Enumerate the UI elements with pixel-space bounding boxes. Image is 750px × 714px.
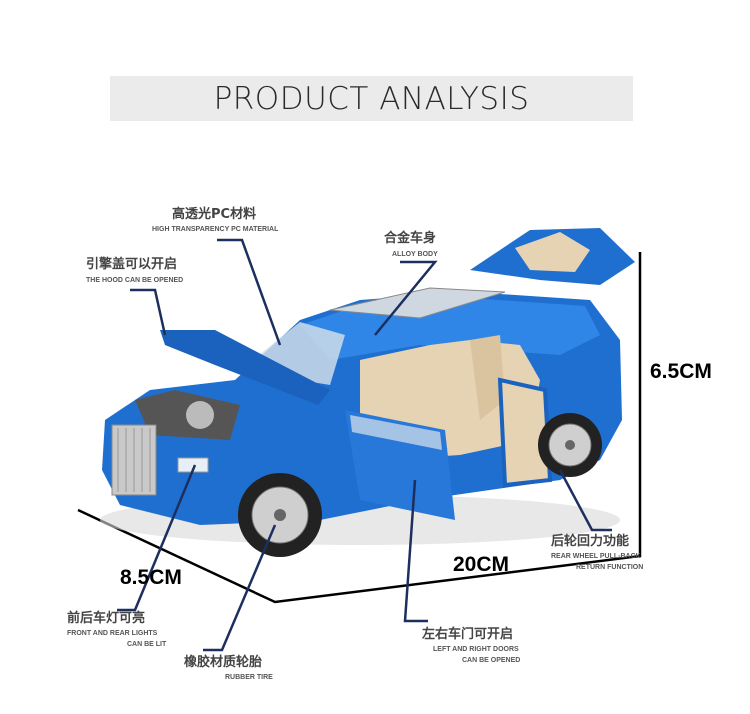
dimension-height: 6.5CM [650, 360, 712, 383]
leader-tire [203, 524, 277, 652]
dimension-outline [77, 252, 642, 604]
dimension-width: 8.5CM [120, 566, 182, 589]
feature-hood-cn: 引擎盖可以开启 [86, 257, 178, 272]
feature-pullback-en2: RETURN FUNCTION [576, 564, 644, 571]
page-title: PRODUCT ANALYSIS [213, 80, 530, 117]
leader-lights [117, 464, 197, 612]
car-model [102, 228, 635, 557]
feature-lights-cn: 前后车灯可亮 [67, 611, 146, 626]
feature-doors-en2: CAN BE OPENED [462, 657, 521, 664]
feature-lights-en1: FRONT AND REAR LIGHTS [67, 630, 158, 637]
leader-pullback [558, 469, 612, 532]
feature-lights-en2: CAN BE LIT [127, 641, 167, 648]
feature-hood-en: THE HOOD CAN BE OPENED [86, 277, 184, 284]
leader-lines [117, 238, 612, 652]
feature-pullback-en1: REAR WHEEL PULL-BACK [551, 553, 641, 560]
feature-pc-cn: 高透光PC材料 [172, 207, 257, 222]
feature-pullback-cn: 后轮回力功能 [551, 534, 630, 549]
feature-alloy-en: ALLOY BODY [392, 251, 438, 258]
dimension-length: 20CM [453, 553, 510, 576]
dimension-lines [77, 252, 642, 604]
feature-tire-en: RUBBER TIRE [225, 674, 273, 681]
feature-doors-en1: LEFT AND RIGHT DOORS [433, 646, 519, 653]
feature-alloy-cn: 合金车身 [384, 231, 437, 246]
leader-pc [217, 238, 282, 346]
feature-tire-cn: 橡胶材质轮胎 [184, 655, 263, 670]
feature-doors-cn: 左右车门可开启 [422, 627, 514, 642]
feature-pc-en: HIGH TRANSPARENCY PC MATERIAL [152, 226, 279, 233]
leader-hood [130, 288, 167, 336]
leader-doors [403, 479, 428, 623]
leader-alloy [374, 260, 438, 336]
title-banner: PRODUCT ANALYSIS [110, 76, 633, 121]
